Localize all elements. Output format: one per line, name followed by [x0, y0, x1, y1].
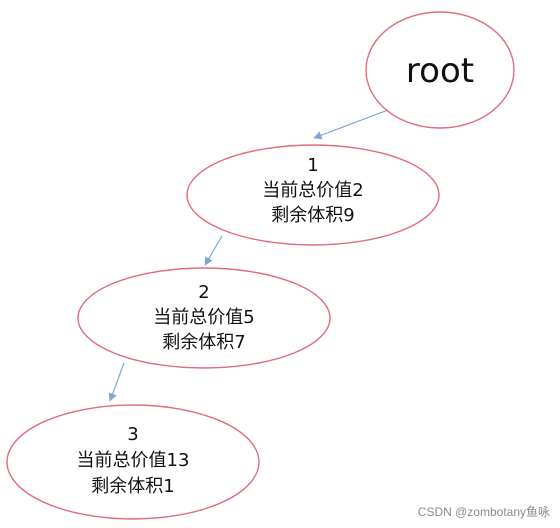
node-value-label: 当前总价值2 [262, 180, 363, 201]
edge-root-to-node-1 [313, 109, 389, 140]
node-value-label: 当前总价值5 [153, 307, 254, 328]
tree-node-root: root [365, 11, 515, 129]
node-id: 2 [198, 282, 209, 303]
node-id: 1 [307, 155, 318, 176]
tree-node-1: 1 当前总价值2 剩余体积9 [186, 144, 440, 246]
edge-node-1-to-node-2 [204, 235, 223, 266]
node-id: 3 [127, 424, 138, 445]
node-value-label: 当前总价值13 [77, 450, 190, 471]
node-volume-label: 剩余体积7 [162, 332, 245, 353]
node-ellipse [186, 144, 440, 246]
node-ellipse [6, 404, 260, 520]
tree-node-2: 2 当前总价值5 剩余体积7 [77, 267, 331, 369]
node-volume-label: 剩余体积1 [91, 476, 174, 497]
edge-node-2-to-node-3 [108, 362, 125, 402]
watermark-text: CSDN @zombotany鱼咏 [417, 505, 550, 519]
node-ellipse [365, 11, 515, 129]
root-label: root [406, 51, 474, 91]
node-volume-label: 剩余体积9 [271, 205, 354, 226]
tree-node-3: 3 当前总价值13 剩余体积1 [6, 404, 260, 520]
node-ellipse [77, 267, 331, 369]
